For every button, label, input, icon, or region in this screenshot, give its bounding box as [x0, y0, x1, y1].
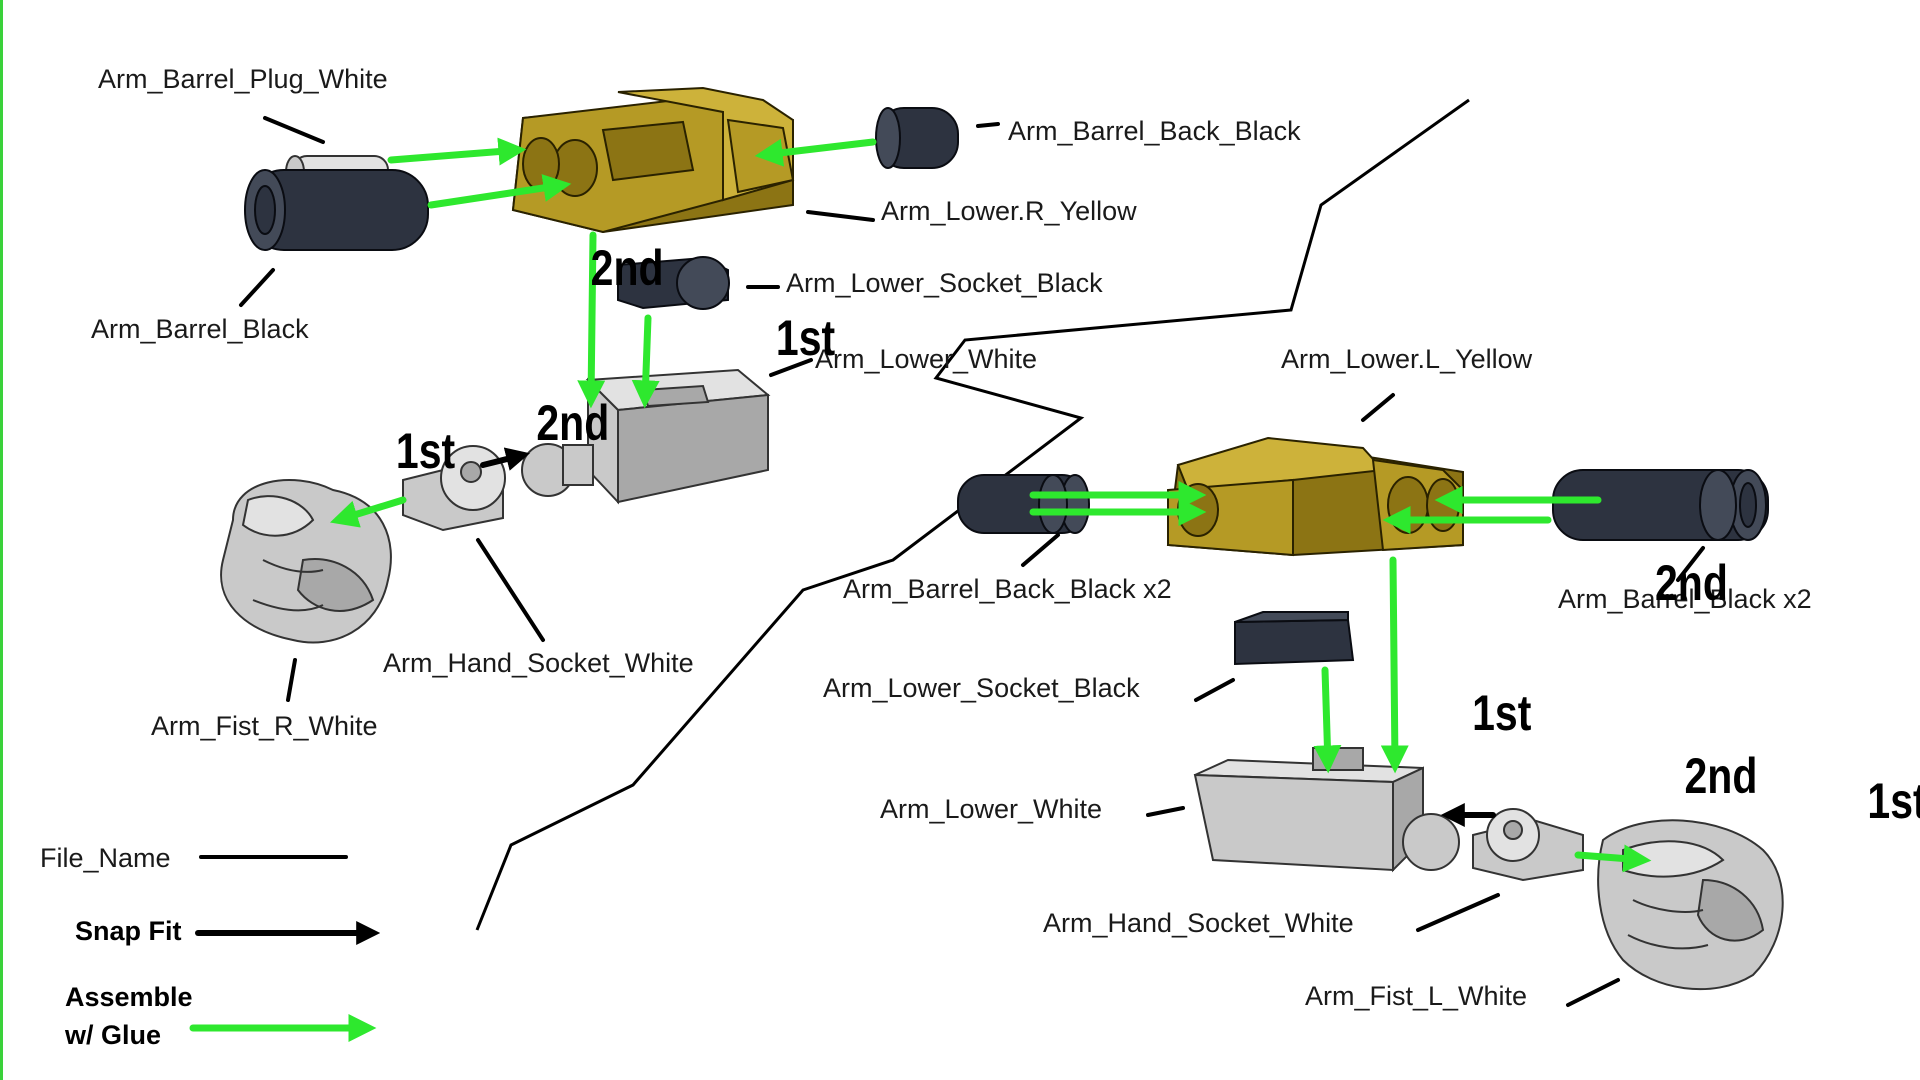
arm-fist-l-white-part: [1597, 819, 1784, 991]
arm-fist-r-white-part: [220, 479, 392, 644]
step-right-yellow-lower: 2nd: [591, 240, 664, 296]
label-arm-lower-l-yellow: Arm_Lower.L_Yellow: [1281, 344, 1533, 374]
label-fist-r-white: Arm_Fist_R_White: [151, 711, 378, 741]
label-arm-lower-r-yellow: Arm_Lower.R_Yellow: [881, 196, 1137, 226]
step-left-socket-lower: 1st: [1472, 685, 1531, 741]
step-right-lower-hand: 2nd: [536, 395, 609, 451]
legend-glue-label-line2: w/ Glue: [64, 1020, 161, 1050]
label-lower-socket-black-l: Arm_Lower_Socket_Black: [823, 673, 1140, 703]
section-divider: [475, 98, 1470, 931]
arm-hand-socket-white-l-part: [1472, 808, 1584, 882]
label-barrel-black: Arm_Barrel_Black: [91, 314, 309, 344]
right-arm-group: Arm_Barrel_Plug_White Arm_Barrel_Back_Bl…: [91, 64, 1301, 741]
legend: File_Name Snap Fit Assemble w/ Glue: [40, 843, 381, 1050]
label-fist-l-white: Arm_Fist_L_White: [1305, 981, 1527, 1011]
label-barrel-plug-white: Arm_Barrel_Plug_White: [98, 64, 388, 94]
label-lower-socket-black: Arm_Lower_Socket_Black: [786, 268, 1103, 298]
step-left-hand-fist: 1st: [1867, 773, 1920, 829]
label-barrel-black-x2: Arm_Barrel_Black x2: [1558, 584, 1812, 614]
legend-file-name-label: File_Name: [40, 843, 171, 873]
arm-barrel-black-x2-part: [1552, 469, 1769, 541]
label-hand-socket-white: Arm_Hand_Socket_White: [383, 648, 694, 678]
label-arm-lower-white: Arm_Lower_White: [815, 344, 1037, 374]
arm-barrel-black-part: [244, 169, 429, 251]
label-barrel-back-black-x2: Arm_Barrel_Back_Black x2: [843, 574, 1172, 604]
arm-lower-white-l-part: [1193, 747, 1460, 873]
arm-lower-l-yellow-part: [1166, 436, 1464, 557]
arm-barrel-back-black-part: [875, 107, 959, 169]
legend-glue-label-line1: Assemble: [65, 982, 193, 1012]
step-right-hand-fist: 1st: [396, 423, 455, 479]
step-left-lower-hand: 2nd: [1685, 748, 1758, 804]
label-barrel-back-black: Arm_Barrel_Back_Black: [1008, 116, 1301, 146]
label-arm-lower-white-l: Arm_Lower_White: [880, 794, 1102, 824]
arm-barrel-back-black-x2-part: [957, 474, 1090, 534]
legend-snap-fit-label: Snap Fit: [75, 916, 182, 946]
diagram-canvas: Arm_Barrel_Plug_White Arm_Barrel_Back_Bl…: [40, 64, 1920, 1050]
arm-lower-socket-black-l-part: [1234, 611, 1355, 666]
step-left-yellow-lower: 2nd: [1655, 555, 1728, 611]
arm-lower-r-yellow-part: [511, 86, 795, 234]
left-arm-group: Arm_Lower.L_Yellow Arm_Barrel_Back_Black…: [823, 344, 1920, 1011]
label-hand-socket-white-l: Arm_Hand_Socket_White: [1043, 908, 1354, 938]
step-right-socket-lower: 1st: [776, 310, 835, 366]
arm-lower-socket-black-part: [617, 256, 730, 310]
